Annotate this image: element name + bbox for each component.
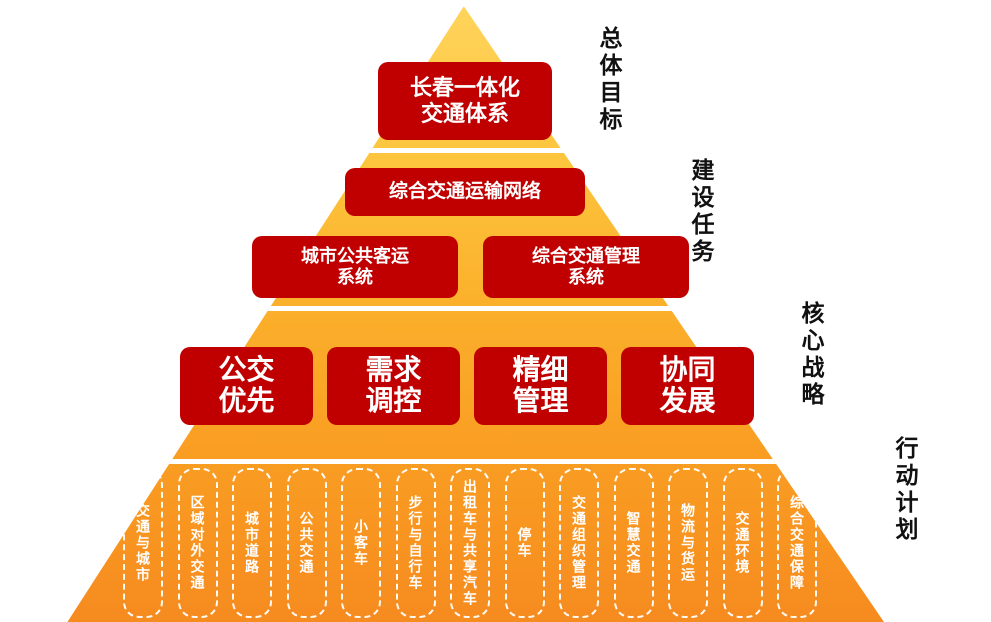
traffic-management-system-box: 综合交通管理 系统 — [483, 236, 689, 298]
tier-label-tasks: 建设任务 — [688, 158, 714, 266]
action-item: 区域对外交通 — [177, 468, 218, 618]
goal-box: 长春一体化 交通体系 — [378, 62, 552, 140]
strategy-box-coordinated-development: 协同 发展 — [621, 347, 754, 425]
action-item: 交通环境 — [722, 468, 763, 618]
action-item: 交通与城市 — [123, 468, 163, 618]
public-passenger-system-box: 城市公共客运 系统 — [252, 236, 458, 298]
transport-network-box: 综合交通运输网络 — [345, 168, 585, 216]
strategy-row: 公交 优先 需求 调控 精细 管理 协同 发展 — [180, 347, 754, 425]
strategy-box-demand-regulation: 需求 调控 — [327, 347, 460, 425]
action-item: 智慧交通 — [613, 468, 654, 618]
strategy-box-transit-priority: 公交 优先 — [180, 347, 313, 425]
tier-label-goal: 总体目标 — [596, 26, 622, 134]
action-item: 出租车与共享汽车 — [450, 468, 490, 618]
tier-label-strategy: 核心战略 — [798, 301, 824, 409]
tier-separator-3 — [67, 459, 884, 464]
action-item: 停车 — [504, 468, 545, 618]
tier-separator-1 — [67, 148, 884, 153]
action-item: 城市道路 — [232, 468, 272, 618]
action-item: 综合交通保障 — [777, 468, 817, 618]
tier-label-actions: 行动计划 — [892, 436, 918, 544]
action-row: 交通与城市 区域对外交通 城市道路 公共交通 小客车 步行与自行车 出租车与共享… — [123, 468, 817, 618]
action-item: 公共交通 — [286, 468, 327, 618]
action-item: 物流与货运 — [668, 468, 708, 618]
action-item: 交通组织管理 — [559, 468, 599, 618]
tier-separator-2 — [67, 306, 884, 311]
action-item: 小客车 — [341, 468, 381, 618]
strategy-box-fine-management: 精细 管理 — [474, 347, 607, 425]
action-item: 步行与自行车 — [395, 468, 436, 618]
